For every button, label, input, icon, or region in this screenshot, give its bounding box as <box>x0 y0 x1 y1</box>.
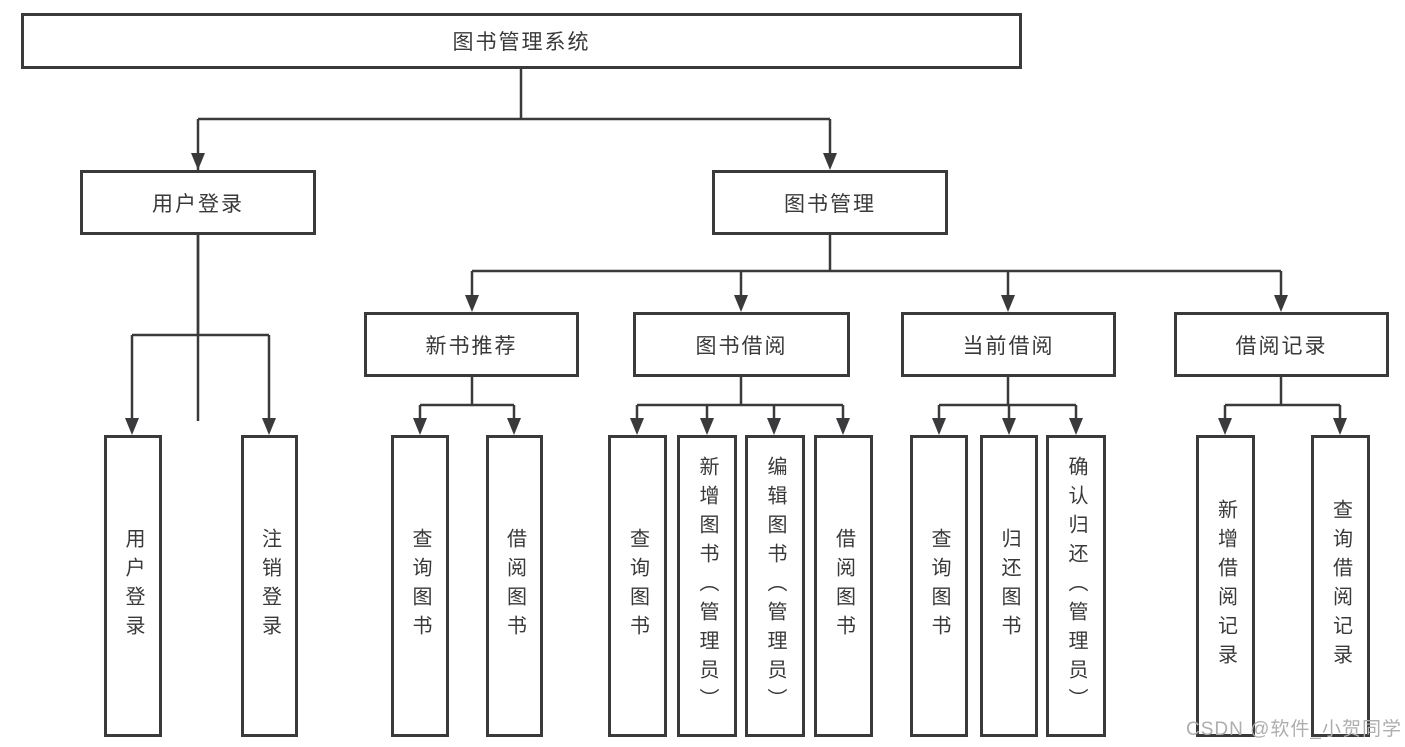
node-query-books-2: 查询图书 <box>608 435 667 737</box>
node-current-borrow: 当前借阅 <box>901 312 1116 377</box>
node-user-login-action: 用户登录 <box>104 435 162 737</box>
node-label: 借阅图书 <box>503 528 526 644</box>
node-label: 用户登录 <box>152 192 244 216</box>
node-new-book-recommend: 新书推荐 <box>364 312 579 377</box>
node-confirm-return-admin: 确认归还（管理员） <box>1046 435 1106 737</box>
node-add-book-admin: 新增图书（管理员） <box>677 435 737 737</box>
node-edit-book-admin: 编辑图书（管理员） <box>745 435 805 737</box>
node-label: 查询图书 <box>626 528 649 644</box>
node-borrow-books-2: 借阅图书 <box>814 435 873 737</box>
node-label: 归还图书 <box>998 528 1020 644</box>
node-query-books-3: 查询图书 <box>910 435 968 737</box>
node-query-books-1: 查询图书 <box>391 435 449 737</box>
node-label: 图书管理 <box>784 192 876 216</box>
node-label: 确认归还（管理员） <box>1065 455 1087 717</box>
arrowheads <box>125 153 1347 435</box>
node-label: 用户登录 <box>122 528 144 644</box>
csdn-watermark: CSDN @软件_小贺同学 <box>1186 719 1402 740</box>
node-borrow-books-1: 借阅图书 <box>486 435 543 737</box>
node-label: 新增借阅记录 <box>1214 499 1237 673</box>
node-return-book: 归还图书 <box>980 435 1038 737</box>
node-label: 借阅记录 <box>1235 334 1328 358</box>
node-label: 新书推荐 <box>425 334 518 358</box>
node-book-borrow: 图书借阅 <box>633 312 850 377</box>
node-logout-action: 注销登录 <box>241 435 298 737</box>
connector-paths <box>130 69 1342 421</box>
node-label: 查询图书 <box>409 528 431 644</box>
node-root-label: 图书管理系统 <box>452 31 591 54</box>
node-label: 当前借阅 <box>962 334 1055 358</box>
node-root: 图书管理系统 <box>21 13 1022 69</box>
node-label: 注销登录 <box>258 528 281 644</box>
node-label: 借阅图书 <box>832 528 855 644</box>
node-label: 新增图书（管理员） <box>696 455 718 717</box>
node-label: 图书借阅 <box>695 334 788 358</box>
node-label: 查询图书 <box>928 528 950 644</box>
node-borrow-records: 借阅记录 <box>1174 312 1389 377</box>
node-label: 编辑图书（管理员） <box>764 455 786 717</box>
node-query-borrow-record: 查询借阅记录 <box>1311 435 1370 737</box>
node-label: 查询借阅记录 <box>1329 499 1352 673</box>
node-user-login-module: 用户登录 <box>80 170 316 235</box>
node-add-borrow-record: 新增借阅记录 <box>1196 435 1255 737</box>
node-book-management-module: 图书管理 <box>712 170 948 235</box>
